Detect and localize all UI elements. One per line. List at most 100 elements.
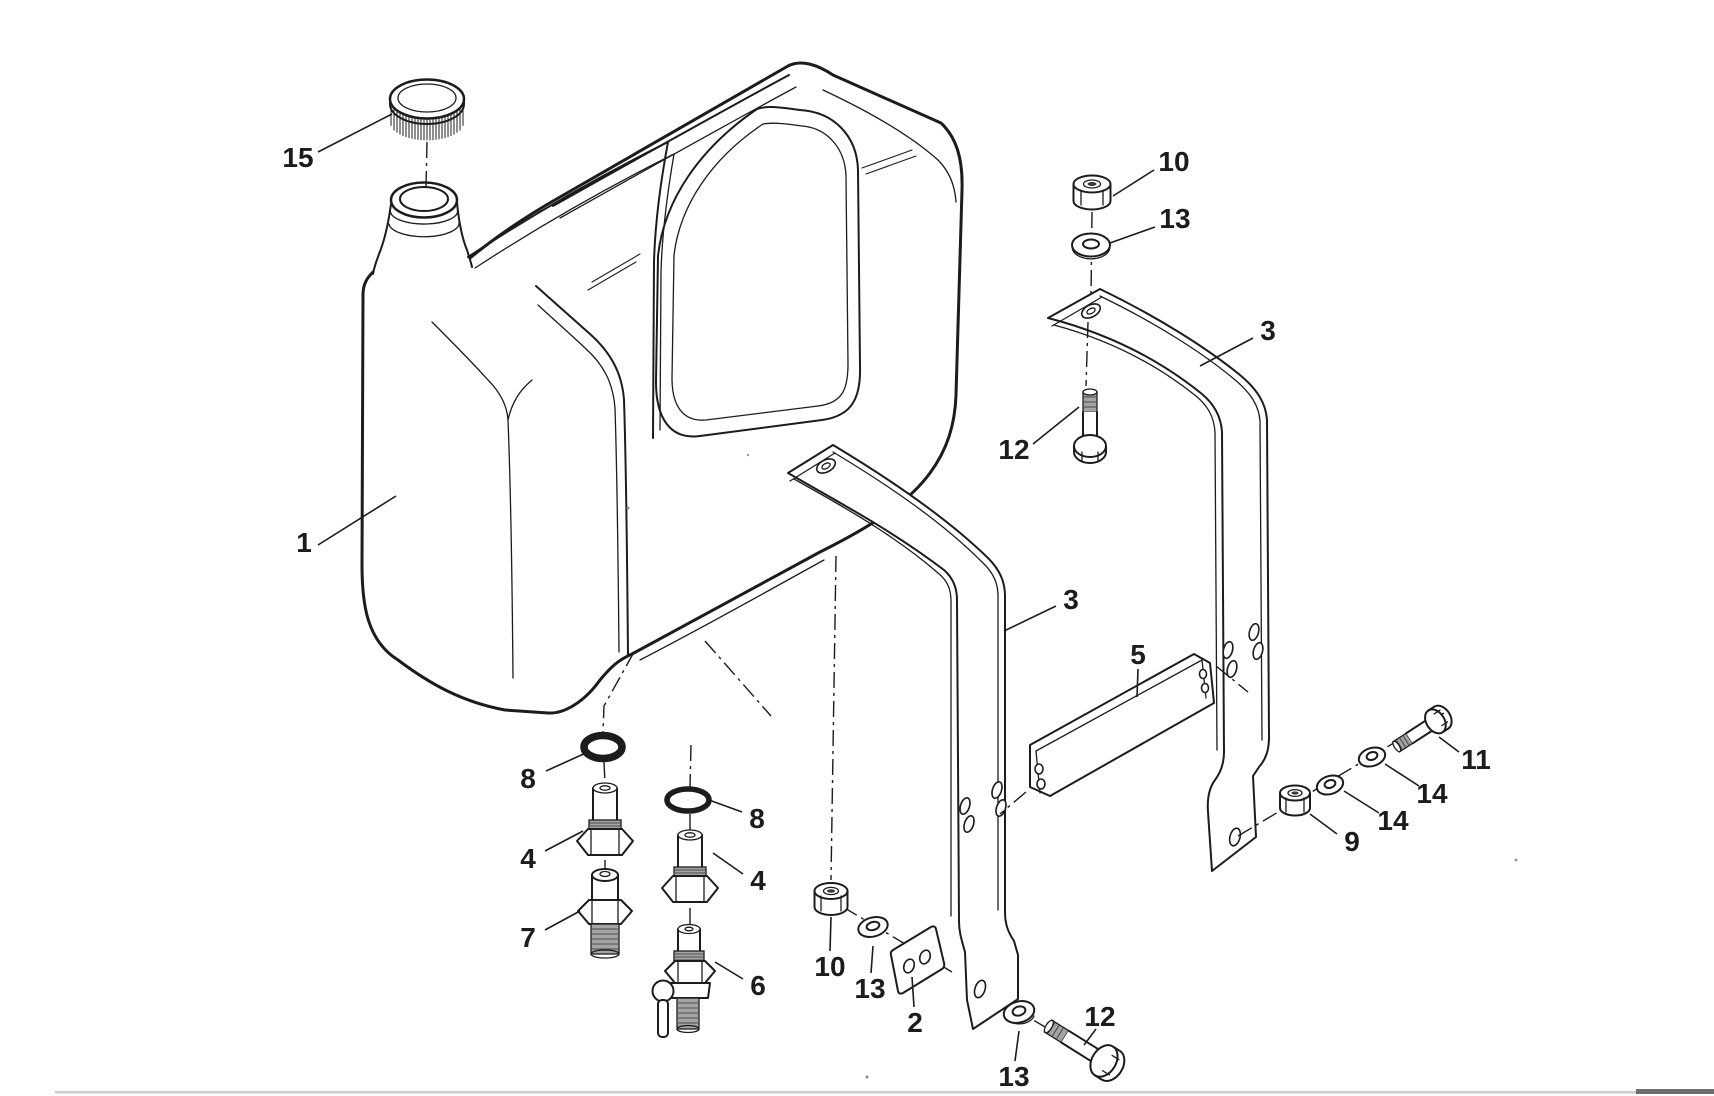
o-ring-right — [664, 786, 712, 814]
strap-right-slots — [1222, 622, 1264, 847]
bottle-crease-branch — [507, 379, 533, 421]
callout-label-fuel-tank: 1 — [296, 527, 312, 558]
fitting-4-right — [661, 829, 719, 903]
bottle-right-edge — [535, 285, 629, 657]
strap-middle-slots — [959, 780, 1007, 999]
callout-label-washer: 13 — [998, 1061, 1029, 1092]
strap-right-inner-bottom — [1053, 324, 1218, 751]
tank-ridge-line — [552, 74, 790, 207]
mounting-strap-right — [1047, 288, 1270, 872]
scan-artifacts — [55, 453, 1714, 1094]
washer-leader-line — [1109, 226, 1156, 244]
washer-leader-line — [1343, 790, 1380, 814]
callout-label-spacer-bar: 5 — [1130, 639, 1146, 670]
bottle-highlight — [587, 253, 641, 291]
washer-14-lower — [1315, 774, 1345, 796]
tank-step-edge — [467, 141, 669, 439]
fuel-valve — [651, 923, 716, 1038]
strap-right-outline — [1047, 288, 1270, 872]
washer-bottom-left — [857, 916, 889, 938]
tank-filler-neck — [372, 181, 473, 275]
callout-label-flange-nut: 9 — [1344, 826, 1360, 857]
flange-nut-leader-line — [1309, 813, 1338, 835]
fitting-leader-line — [544, 910, 581, 931]
fitting-leader-line — [544, 830, 584, 852]
tank-ridge-inner-line — [559, 86, 797, 219]
fitting-leader-line — [712, 852, 744, 875]
callout-label-fuel-valve: 6 — [750, 970, 766, 1001]
bolt-leader-line — [1083, 1028, 1097, 1046]
strap-right-foot-hole — [1080, 303, 1102, 319]
callout-label-o-ring: 8 — [749, 803, 765, 834]
o-ring-leader-line — [545, 751, 589, 772]
cap-top-inset — [397, 83, 457, 113]
spacer-holes — [1034, 668, 1210, 790]
spacer-top-front-edge — [1035, 659, 1203, 752]
fuel-tank — [360, 61, 964, 715]
callout-label-filler-cap: 15 — [282, 142, 313, 173]
callout-label-clamp-plate: 2 — [907, 1007, 923, 1038]
flange-nut-leader-line — [1112, 169, 1155, 197]
washer-leader-line — [870, 945, 874, 974]
tank-panel-outline — [655, 106, 862, 438]
spacer-bar-leader-line — [1136, 668, 1139, 698]
callout-label-mounting-strap: 3 — [1063, 584, 1079, 615]
strap-right-plate-edge — [1051, 296, 1103, 327]
tank-step-inner-edge — [474, 153, 675, 431]
strap-middle-foot-hole-inner — [821, 462, 831, 470]
tank-bottom-inner-line — [639, 559, 825, 661]
washer-bottom-right — [1002, 1000, 1036, 1025]
fitting-7 — [577, 868, 633, 959]
bolt-leader-line — [1032, 406, 1080, 445]
callout-label-bolt: 12 — [998, 434, 1029, 465]
callout-label-washer: 14 — [1377, 805, 1409, 836]
callout-label-o-ring: 8 — [520, 763, 536, 794]
callout-label-fitting: 7 — [520, 922, 536, 953]
clamp-plate — [889, 925, 946, 995]
flange-nut-top — [1072, 174, 1112, 211]
bolt-leader-line — [1438, 736, 1460, 753]
callout-label-fitting: 4 — [750, 865, 766, 896]
cap-top — [388, 78, 466, 120]
flange-nut-leader-line — [829, 916, 832, 952]
strap-middle-foot-hole — [815, 458, 837, 474]
filler-cap-leader-line — [317, 113, 393, 153]
callout-label-flange-nut: 10 — [814, 951, 845, 982]
callout-label-fitting: 4 — [520, 843, 536, 874]
fuel-valve-leader-line — [714, 961, 744, 980]
mounting-strap-leader-line — [1003, 605, 1057, 632]
tank-top-right-inner-line — [822, 89, 957, 203]
spacer-outline — [1029, 653, 1215, 797]
bolt-11 — [1391, 704, 1453, 753]
panel-highlight — [861, 149, 917, 175]
callout-label-mounting-strap: 3 — [1260, 315, 1276, 346]
neck-ring-2 — [388, 221, 460, 238]
fitting-4 — [576, 782, 634, 856]
bottle-right-edge-inner — [537, 304, 620, 653]
spacer-bar — [1029, 653, 1215, 797]
o-ring-leader-line — [708, 799, 743, 813]
mounting-strap-leader-line — [1199, 337, 1254, 367]
clamp-plate-leader-line — [911, 976, 915, 1008]
neck-right-side — [456, 201, 473, 268]
callout-label-bolt: 12 — [1084, 1001, 1115, 1032]
strap-middle-plate-edge — [789, 452, 836, 482]
bolt-bottom — [1043, 1019, 1126, 1082]
o-ring-left — [580, 731, 626, 763]
callout-label-washer: 13 — [1159, 203, 1190, 234]
callout-label-washer: 13 — [854, 973, 885, 1004]
strap-middle-inner-bottom — [793, 478, 952, 917]
neck-mouth-inner — [399, 186, 449, 212]
bolt-top — [1073, 388, 1107, 464]
mounting-strap-middle — [787, 444, 1019, 1030]
fuel-tank-leader-line — [317, 495, 397, 546]
neck-left-side — [372, 203, 392, 275]
strap-middle-inner-top — [832, 451, 999, 911]
washer-14-upper — [1357, 746, 1387, 768]
washer-leader-line — [1014, 1030, 1020, 1062]
neck-ring-1 — [389, 209, 459, 225]
callout-label-bolt: 11 — [1461, 744, 1491, 775]
